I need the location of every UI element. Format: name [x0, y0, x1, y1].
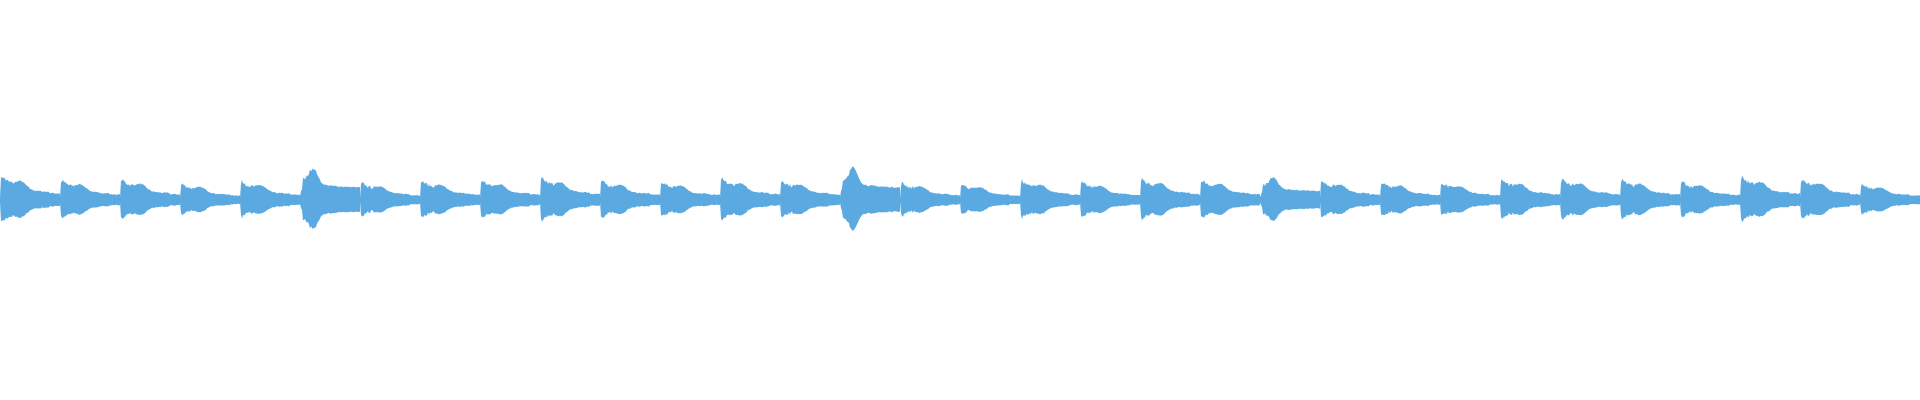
waveform-beat-15	[840, 166, 900, 231]
waveform-beat-6	[300, 168, 360, 230]
waveform-baseline	[0, 199, 1920, 201]
